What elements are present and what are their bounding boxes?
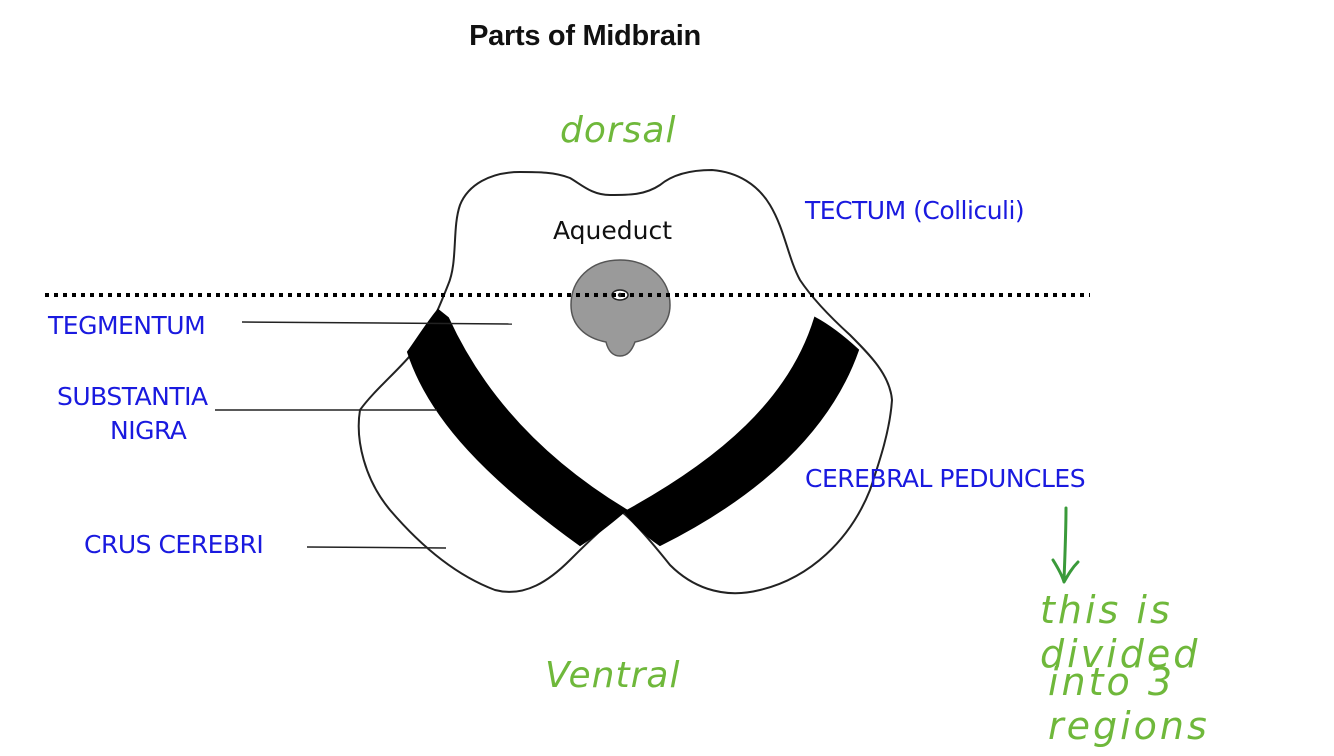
tegmentum-label: TEGMENTUM	[48, 309, 205, 343]
ventral-label: Ventral	[545, 655, 680, 696]
substantia-nigra-label-line1: SUBSTANTIA	[57, 380, 208, 414]
cerebral-peduncles-label: CEREBRAL PEDUNCLES	[805, 462, 1085, 496]
note-line2: into 3 regions	[1048, 660, 1334, 748]
substantia-nigra-label-line2: NIGRA	[110, 414, 186, 448]
dorsal-label: dorsal	[560, 110, 677, 151]
crus-cerebri-label: CRUS CEREBRI	[84, 528, 263, 562]
crus-cerebri-leader-line	[307, 547, 446, 548]
tectum-label: TECTUM (Colliculi)	[805, 194, 1024, 228]
down-arrow-icon	[1053, 508, 1078, 582]
aqueduct-label: Aqueduct	[553, 216, 672, 245]
